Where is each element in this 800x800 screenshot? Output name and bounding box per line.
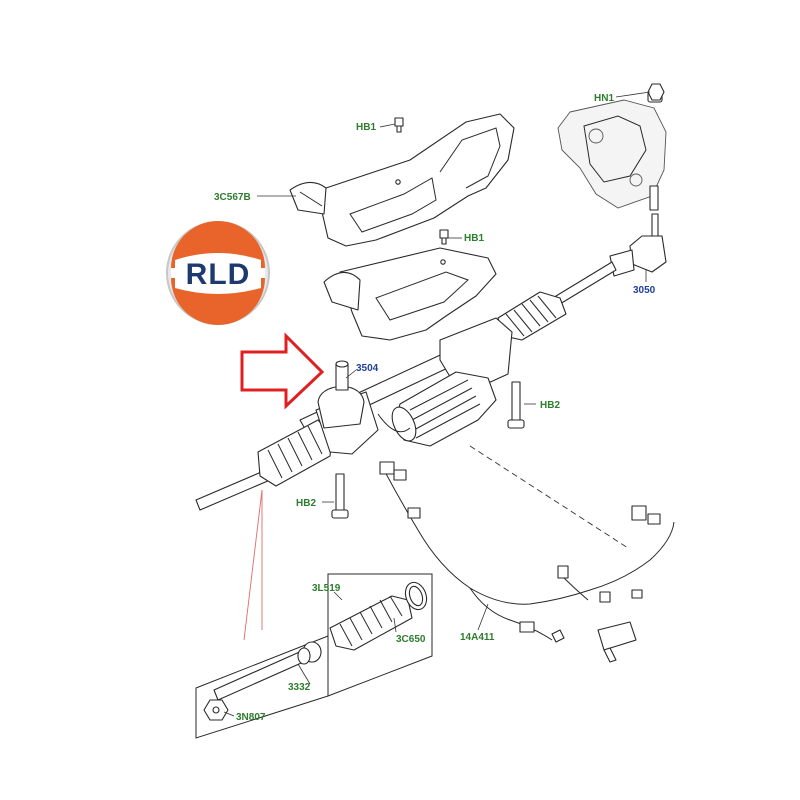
red-arrow-icon	[240, 332, 325, 410]
label-hb1-top: HB1	[356, 122, 376, 133]
kit-inner-rod	[213, 641, 322, 701]
tie-rod-end	[609, 213, 667, 277]
label-hn1: HN1	[594, 93, 614, 104]
label-3c567b: 3C567B	[214, 192, 251, 203]
label-3050: 3050	[633, 285, 656, 296]
steering-knuckle	[557, 91, 667, 211]
kit-nut	[203, 699, 229, 721]
label-3332: 3332	[288, 682, 311, 693]
harness-dashed-line	[469, 445, 629, 549]
wiring-harness	[379, 461, 675, 663]
label-3c650: 3C650	[396, 634, 426, 645]
heat-shield-lower	[323, 247, 497, 341]
label-3504: 3504	[356, 363, 379, 374]
label-3l519: 3L519	[312, 583, 341, 594]
logo-text: RLD	[186, 258, 251, 291]
label-14a411: 14A411	[460, 632, 495, 643]
nut-hn1	[647, 83, 665, 101]
label-hb2-left: HB2	[296, 498, 316, 509]
label-hb2-right: HB2	[540, 400, 560, 411]
steering-rack	[195, 261, 617, 511]
heat-shield-upper	[289, 113, 515, 247]
kit-3l519-frame	[195, 573, 433, 739]
bolt-hb2-left	[331, 473, 349, 519]
rld-logo: RLD	[166, 221, 270, 325]
kit-bellows	[329, 581, 428, 651]
label-3n807: 3N807	[236, 712, 266, 723]
bolt-hb2-right	[507, 381, 525, 429]
label-hb1-mid: HB1	[464, 233, 484, 244]
bolt-hb1-top	[394, 117, 404, 133]
label-leaders	[223, 91, 651, 717]
red-leader-line-1	[243, 489, 263, 641]
bolt-hb1-mid	[439, 229, 449, 245]
